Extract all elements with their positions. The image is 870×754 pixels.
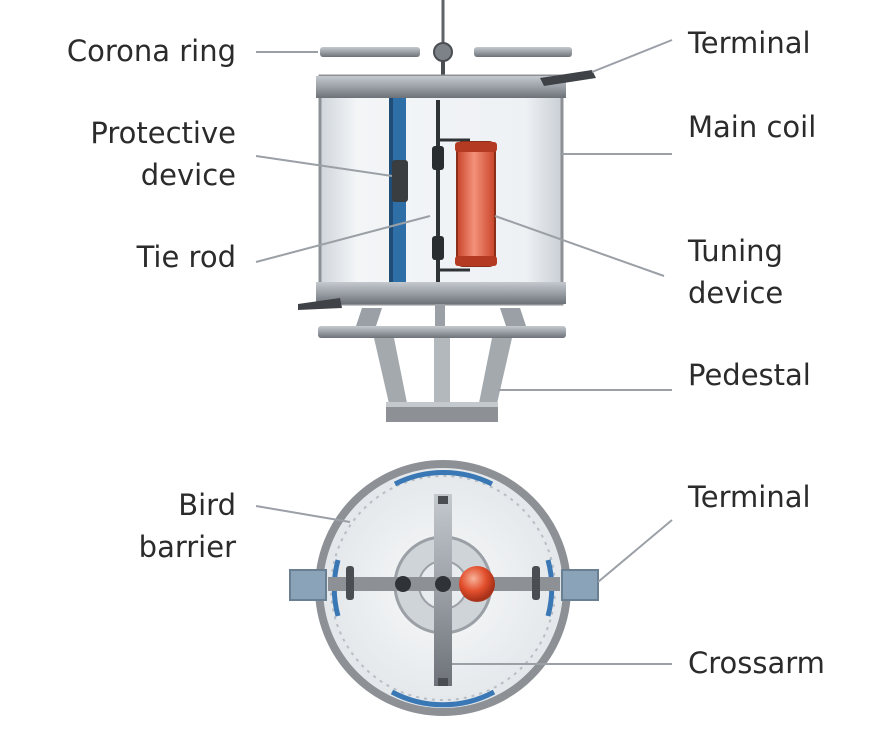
label-terminal-top: Terminal bbox=[688, 26, 811, 60]
label-corona-ring: Corona ring bbox=[66, 34, 236, 68]
bird-barrier-bottom bbox=[390, 689, 496, 708]
tuning-device-top bbox=[459, 566, 495, 602]
label-pedestal: Pedestal bbox=[688, 358, 811, 392]
leader-terminal-bottom bbox=[597, 519, 673, 583]
label-tie-rod: Tie rod bbox=[136, 240, 236, 274]
bottom-spider bbox=[316, 282, 566, 304]
leader-tie-rod bbox=[255, 215, 431, 263]
suspension-eye bbox=[433, 42, 453, 62]
terminal-tab-right bbox=[561, 569, 599, 601]
pedestal bbox=[374, 338, 512, 422]
corona-ring-right bbox=[474, 47, 572, 57]
leader-protective-device bbox=[255, 155, 393, 177]
coil-assembly bbox=[298, 0, 596, 422]
terminal-tab-left bbox=[289, 569, 327, 601]
label-terminal-bottom: Terminal bbox=[688, 480, 811, 514]
leader-lines bbox=[255, 39, 673, 665]
tuning-device bbox=[456, 141, 496, 267]
plan-view bbox=[289, 460, 599, 716]
pedestal-plate bbox=[318, 326, 566, 338]
leader-bird-barrier bbox=[255, 505, 351, 523]
protective-device bbox=[392, 160, 408, 202]
leader-terminal-top bbox=[591, 39, 673, 73]
label-main-coil: Main coil bbox=[688, 110, 817, 144]
label-tuning-device: Tuning device bbox=[688, 234, 784, 310]
bird-barrier-top bbox=[393, 469, 494, 487]
label-protective-device: Protective device bbox=[90, 116, 236, 192]
corona-ring-left bbox=[320, 47, 420, 57]
top-spider bbox=[316, 76, 566, 98]
label-crossarm: Crossarm bbox=[688, 646, 825, 680]
label-bird-barrier: Bird barrier bbox=[138, 488, 236, 564]
leader-tuning-device bbox=[494, 215, 665, 277]
terminal-lug-top bbox=[540, 70, 596, 86]
